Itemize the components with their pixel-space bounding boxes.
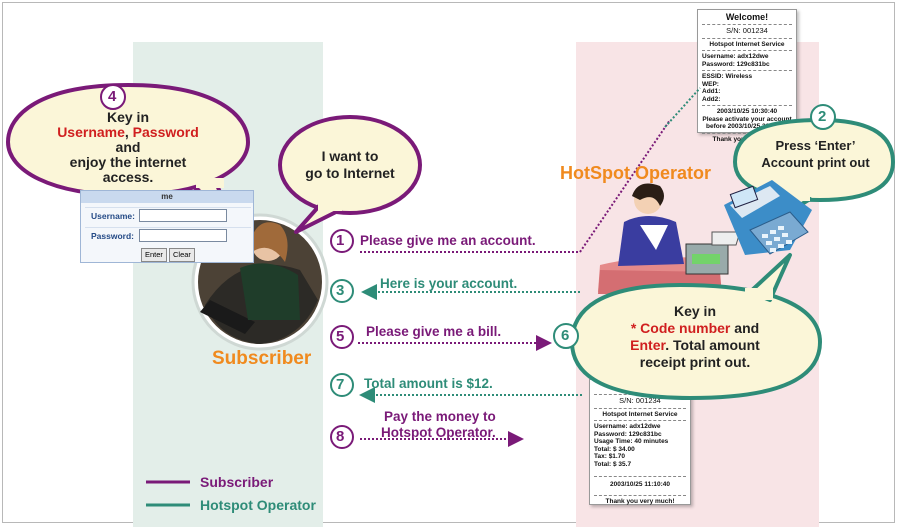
receipt-line: Total: $ 34.00 [594,445,635,453]
bubble6-number: 6 [561,327,570,344]
receipt-serial: S/N: 001234 [726,26,768,36]
step-circles [330,229,354,449]
bubble6-line: Key in [673,303,716,319]
bubble6-enter: Enter [630,337,666,353]
bubble-step6 [553,253,823,401]
receipt-line: Password: 129c831bc [594,430,662,438]
bubble2-text: Press ‘Enter’ Account print out [743,137,888,171]
bubble4-line: Key in [106,109,149,125]
bubble4-line: access. [102,169,154,185]
step-text-8b: Hotspot Operator. [381,425,496,440]
bubble2-line: Account print out [761,155,870,170]
username-field[interactable] [139,209,227,222]
bubble-step4 [5,82,251,214]
receipt-thanks: Thank you very much! [605,497,675,505]
password-field[interactable] [139,229,227,242]
bubble4-username: Username [57,124,125,140]
step-number-3: 3 [336,282,345,299]
username-label: Username: [91,211,135,221]
account-receipt: Welcome! S/N: 001234 Hotspot Internet Se… [697,9,797,143]
receipt-line: before 2003/10/25 22:30:40 [705,123,789,131]
receipt-line: Usage Time: 40 minutes [594,438,669,446]
terminal-device [724,180,812,255]
receipt-line: WEP: [702,80,719,88]
login-header: me [81,191,253,203]
bubble4-separator: , [124,124,133,140]
bubble-request [278,115,422,234]
request-bubble-text: I want to go to Internet [285,148,415,182]
step-text-8a: Pay the money to [384,409,496,424]
receipt-line: Add2: [702,95,721,103]
enter-button[interactable]: Enter [141,248,167,262]
receipt-line: Password: 129c831bc [702,60,770,68]
step-text-3: Here is your account. [380,276,518,291]
step-text-5: Please give me a bill. [366,324,502,339]
password-label: Password: [91,231,134,241]
step-number-1: 1 [336,232,345,249]
bubble4-line: and [115,139,141,155]
bubble6-line: and [730,320,760,336]
username-row: Username: [85,207,251,224]
clear-button[interactable]: Clear [169,248,195,262]
bubble6-line: receipt print out. [639,354,751,370]
receipt-line: Total: $ 35.7 [594,460,632,468]
step-text-1: Please give me an account. [360,233,536,248]
legend-subscriber: Subscriber [200,474,274,490]
receipt-datetime: 2003/10/25 11:10:40 [610,481,670,489]
receipt-line: Username: adx12dwe [702,53,769,61]
receipt-line: Add1: [702,88,721,96]
operator-illustration [598,183,741,295]
bubble4-line: enjoy the internet [69,154,187,170]
bubble4-password: Password [132,124,199,140]
request-line: I want to [321,148,379,164]
operator-label: HotSpot Operator [560,163,711,183]
receipt-line: Please activate your account [702,115,792,123]
step-number-8: 8 [336,428,345,445]
receipt-title: Welcome! [725,12,769,22]
bubble6-code-number: * Code number [630,320,731,336]
arrow-step1 [360,119,671,253]
bubble-step2 [732,104,896,222]
receipt-service: Hotspot Internet Service [709,40,785,48]
legend-operator: Hotspot Operator [200,497,316,513]
request-line: go to Internet [305,165,395,181]
login-form: me Username: Password: Enter Clear [80,190,254,263]
step-text-7: Total amount is $12. [364,376,493,391]
bubble4-text: Key in Username, Password and enjoy the … [18,110,238,185]
bubble4-number: 4 [108,88,117,105]
step-number-5: 5 [336,328,345,345]
bubble2-line: Press ‘Enter’ [775,138,856,153]
receipt-line: ESSID: Wireless [702,73,753,81]
receipt-service: Hotspot Internet Service [602,410,678,418]
subscriber-label: Subscriber [212,348,312,369]
password-row: Password: [85,227,251,244]
step-number-7: 7 [336,376,345,393]
bubble6-text: Key in * Code number and Enter. Total am… [590,303,800,371]
flow-arrows [358,87,701,447]
receipt-line: Tax: $1.70 [594,453,625,461]
bubble6-line: . Total amount [665,337,760,353]
receipt-datetime: 2003/10/25 10:30:40 [716,108,778,116]
arrow-step1-tail [664,87,701,128]
receipt-serial: S/N: 001234 [619,396,661,406]
receipt-line: Username: adx12dwe [594,423,661,431]
bubble2-number: 2 [818,108,827,125]
